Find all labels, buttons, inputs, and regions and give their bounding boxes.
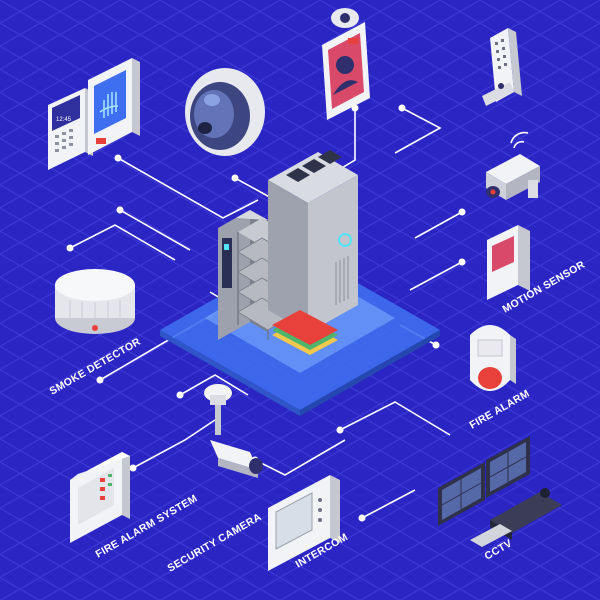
- line-fire-alarm-system: [132, 419, 216, 469]
- bullet-camera: [486, 131, 540, 200]
- line-motion-sensor: [409, 261, 463, 291]
- fire-alarm: [470, 325, 516, 391]
- fingerprint-scanner: [88, 58, 140, 155]
- stacked-sheets: [272, 310, 338, 355]
- dome-camera: [185, 68, 265, 156]
- line-cctv: [254, 439, 346, 476]
- face-scan-icon: [333, 56, 358, 95]
- intercom-device: [268, 475, 340, 571]
- lock-icon: [498, 83, 504, 89]
- line-bullet-camera: [414, 211, 463, 239]
- face-scanner: [322, 8, 370, 120]
- motion-sensor: [487, 225, 530, 300]
- wifi-icon: [510, 131, 529, 149]
- keypad-time: 12:45: [56, 117, 72, 123]
- fingerprint-icon: [99, 92, 119, 118]
- cctv-monitors: [438, 436, 562, 547]
- line-door-lock: [394, 107, 442, 154]
- smoke-detector: [55, 269, 135, 334]
- door-lock: [482, 28, 522, 106]
- line-server-left: [119, 209, 191, 251]
- line-intercom-b: [361, 489, 416, 519]
- line-keypad: [117, 157, 259, 219]
- security-camera: [204, 384, 263, 478]
- server-tower-large: [268, 150, 358, 333]
- fire-alarm-system-panel: [70, 452, 130, 543]
- connector-dots: [66, 104, 466, 522]
- line-intercom: [339, 401, 451, 436]
- line-smoke-detector-a: [69, 224, 176, 261]
- line-security-camera: [179, 374, 249, 396]
